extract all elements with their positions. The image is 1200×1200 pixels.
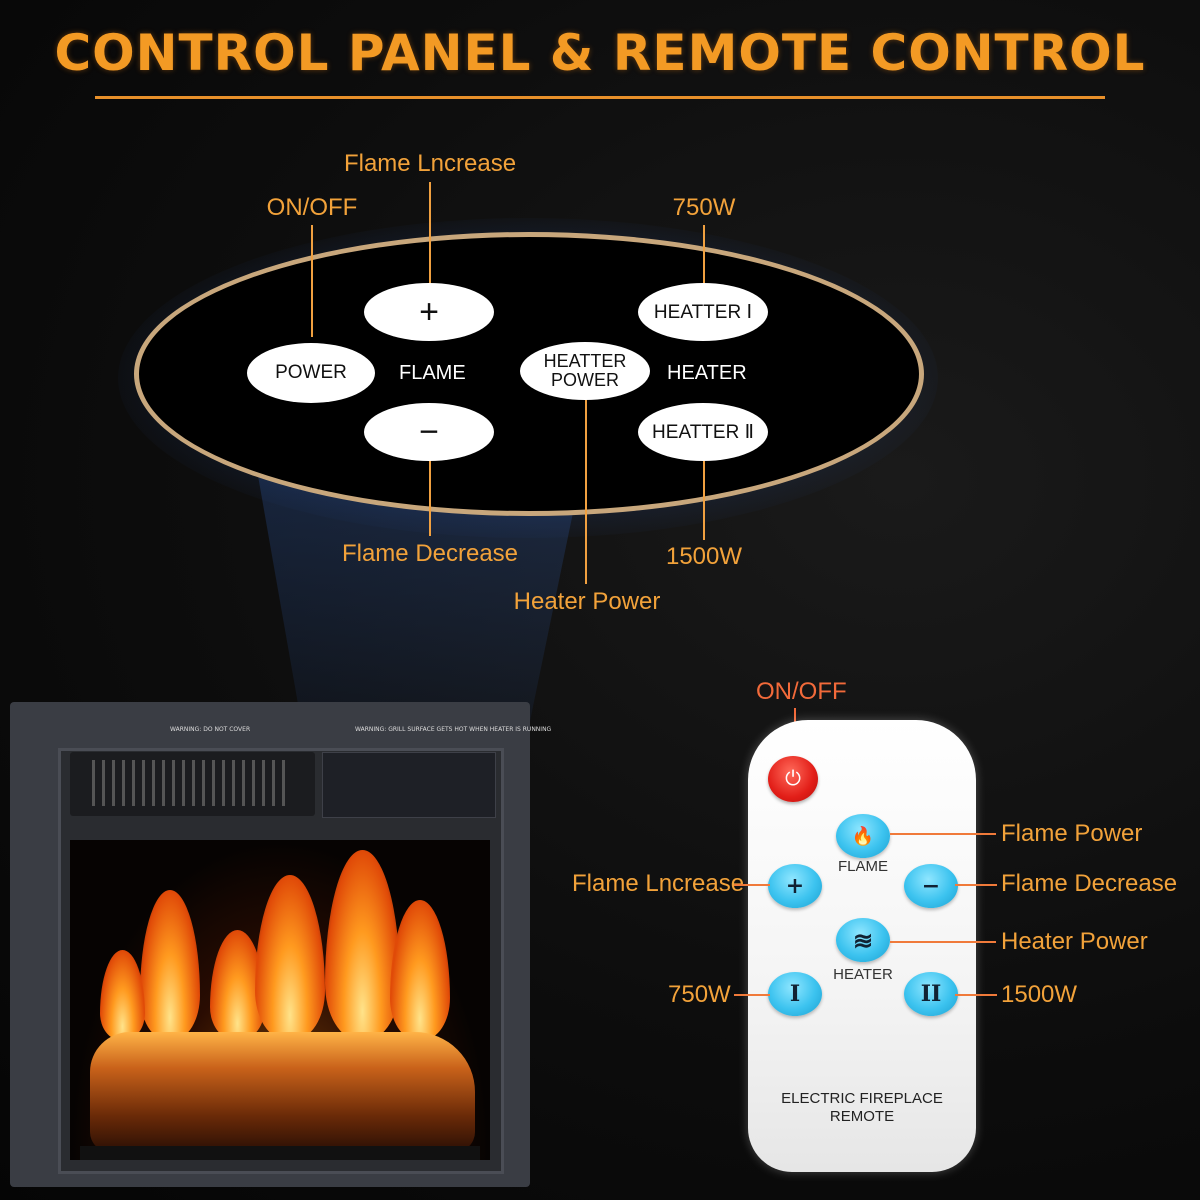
line-1500w <box>703 458 705 540</box>
remote-flame-decrease-button[interactable]: − <box>904 864 958 908</box>
callout-on-off: ON/OFF <box>266 194 358 221</box>
remote-line-flame-decrease <box>955 884 997 886</box>
remote-callout-heater-power: Heater Power <box>1001 928 1148 955</box>
line-flame-increase <box>429 182 431 288</box>
remote-callout-flame-power: Flame Power <box>1001 820 1143 847</box>
callout-heater-power: Heater Power <box>513 588 661 615</box>
remote-flame-button[interactable]: 🔥 <box>836 814 890 858</box>
remote-power-button[interactable]: ⏻ <box>768 756 818 802</box>
flame-icon: 🔥 <box>851 825 875 847</box>
power-icon: ⏻ <box>785 767 801 790</box>
warning-label-left: WARNING: DO NOT COVER <box>170 726 251 733</box>
remote-callout-flame-decrease: Flame Decrease <box>1001 870 1178 897</box>
heater-vent <box>70 752 315 816</box>
panel-heater-power-button[interactable]: HEATTER POWER <box>520 342 650 400</box>
title-divider <box>95 96 1105 99</box>
remote-line-flame-power <box>890 833 996 835</box>
remote-footer-line1: ELECTRIC FIREPLACE <box>781 1090 943 1107</box>
fireplace-control-box <box>322 752 496 818</box>
remote-callout-on-off: ON/OFF <box>756 678 847 705</box>
warning-label-right: WARNING: GRILL SURFACE GETS HOT WHEN HEA… <box>355 726 552 733</box>
remote-flame-increase-button[interactable]: + <box>768 864 822 908</box>
remote-flame-label: FLAME <box>837 858 889 875</box>
remote-heater-button[interactable]: ≋ <box>836 918 890 962</box>
fire-grate <box>80 1146 480 1160</box>
panel-heater-2-button[interactable]: HEATTER Ⅱ <box>638 403 768 461</box>
line-750w <box>703 225 705 285</box>
callout-1500w: 1500W <box>665 543 743 570</box>
line-heater-power <box>585 398 587 584</box>
fireplace-insert: WARNING: DO NOT COVER WARNING: GRILL SUR… <box>10 702 551 1187</box>
remote-footer: ELECTRIC FIREPLACE REMOTE <box>748 1090 976 1126</box>
callout-flame-decrease: Flame Decrease <box>341 540 519 567</box>
heater-icon: ≋ <box>852 925 874 955</box>
remote-footer-line2: REMOTE <box>829 1108 895 1125</box>
remote-callout-flame-increase: Flame Lncrease <box>572 870 745 897</box>
callout-750w: 750W <box>672 194 736 221</box>
panel-heater-power-line2: POWER <box>550 370 619 390</box>
panel-heater-1-button[interactable]: HEATTER Ⅰ <box>638 283 768 341</box>
remote-line-heater-power <box>890 941 996 943</box>
line-on-off <box>311 225 313 337</box>
line-flame-decrease <box>429 458 431 536</box>
panel-power-button[interactable]: POWER <box>247 343 375 403</box>
remote-750w-button[interactable]: I <box>768 972 822 1016</box>
panel-heater-label: HEATER <box>667 362 747 384</box>
remote-line-750w <box>734 994 770 996</box>
panel-heater-power-line1: HEATTER <box>543 351 627 371</box>
fire-display <box>70 840 490 1160</box>
remote-callout-750w: 750W <box>668 981 731 1008</box>
remote-heater-label: HEATER <box>833 966 893 983</box>
panel-flame-decrease-button[interactable]: − <box>364 403 494 461</box>
remote-1500w-button[interactable]: II <box>904 972 958 1016</box>
remote-callout-1500w: 1500W <box>1001 981 1078 1008</box>
remote-control: ⏻ 🔥 FLAME + − ≋ HEATER I II ELECTRIC FIR… <box>748 720 976 1172</box>
panel-flame-label: FLAME <box>399 362 466 384</box>
fire-logs <box>90 1032 475 1152</box>
remote-line-flame-increase <box>734 884 770 886</box>
callout-flame-increase: Flame Lncrease <box>343 150 517 177</box>
page-title: CONTROL PANEL & REMOTE CONTROL <box>54 24 1146 82</box>
panel-flame-increase-button[interactable]: + <box>364 283 494 341</box>
remote-line-1500w <box>955 994 997 996</box>
